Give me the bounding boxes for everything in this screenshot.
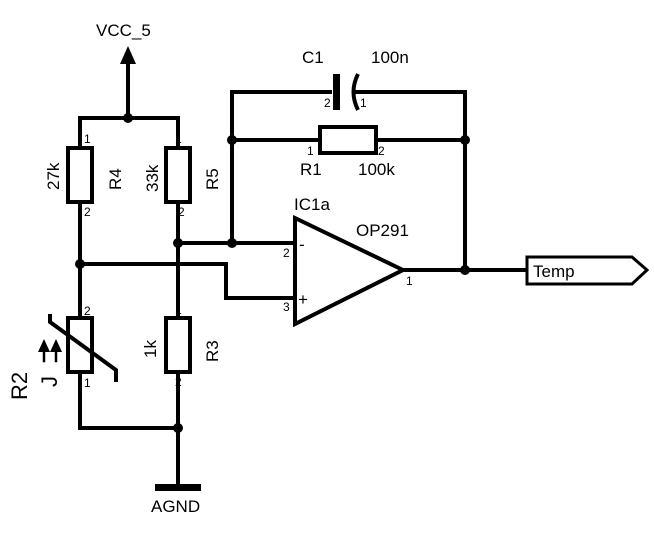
r2-value: J xyxy=(37,376,62,387)
c1-name: C1 xyxy=(302,48,324,67)
opamp-triangle-icon xyxy=(293,214,408,328)
r1-pin2: 2 xyxy=(378,144,385,158)
r4-name: R4 xyxy=(106,168,125,190)
r5-name: R5 xyxy=(203,168,222,190)
ic1a-minus-sign: - xyxy=(299,235,305,254)
r5-pin1: 1 xyxy=(175,132,182,146)
ic1a-pin-plus: 3 xyxy=(283,300,290,314)
r5-value: 33k xyxy=(143,164,162,192)
wire-feedback-left xyxy=(230,90,332,245)
agnd-label: AGND xyxy=(151,497,200,516)
thermistor-slash-icon xyxy=(48,314,118,382)
resistor-r1: 1 2 R1 100k xyxy=(230,125,467,179)
junction-dot xyxy=(460,265,470,275)
light-arrow-icon xyxy=(50,339,62,352)
ic1a-value: OP291 xyxy=(356,221,409,240)
junction-dot xyxy=(123,113,133,123)
r1-pin1: 1 xyxy=(307,144,314,158)
ic1a-pin-out: 1 xyxy=(406,274,413,288)
resistor-r5: 1 2 33k R5 xyxy=(143,116,222,245)
r3-name: R3 xyxy=(203,340,222,362)
net-label-temp: Temp xyxy=(525,255,650,286)
net-label-flag-icon xyxy=(525,255,650,286)
resistor-r4: 1 2 27k R4 xyxy=(44,116,125,266)
r1-name: R1 xyxy=(300,160,322,179)
wire-noninverting-node xyxy=(78,262,297,300)
r2-pin2: 2 xyxy=(84,304,91,318)
net-label-text: Temp xyxy=(533,262,575,281)
ic1a-pin-minus: 2 xyxy=(283,246,290,260)
opamp-ic1a: - + 2 3 1 IC1a OP291 xyxy=(283,195,413,328)
r4-pin1: 1 xyxy=(84,132,91,146)
ic1a-name: IC1a xyxy=(294,195,330,214)
light-arrow-icon xyxy=(38,339,50,352)
c1-value: 100n xyxy=(371,48,409,67)
r5-pin2: 2 xyxy=(178,205,185,219)
capacitor-c1: C1 100n 2 1 xyxy=(302,48,409,111)
r2-pin1: 1 xyxy=(84,376,91,390)
r3-value: 1k xyxy=(141,340,160,358)
r2-name: R2 xyxy=(7,372,32,400)
thermistor-r2: 2 1 J R2 xyxy=(7,262,118,430)
vcc-arrow-icon xyxy=(120,46,136,64)
r4-pin2: 2 xyxy=(84,205,91,219)
r1-value: 100k xyxy=(358,160,395,179)
c1-pin2: 2 xyxy=(324,96,331,110)
c1-pin1: 1 xyxy=(360,96,367,110)
r3-pin1: 1 xyxy=(175,303,182,317)
ground-bar-icon xyxy=(155,484,201,491)
ic1a-plus-sign: + xyxy=(298,290,308,309)
r3-pin2: 2 xyxy=(175,375,182,389)
vcc-label: VCC_5 xyxy=(96,21,151,40)
wire-feedback-right xyxy=(354,90,467,272)
resistor-r3: 1 2 1k R3 xyxy=(141,241,222,430)
vcc-supply: VCC_5 xyxy=(96,21,151,120)
agnd-symbol: AGND xyxy=(151,426,201,516)
r4-value: 27k xyxy=(44,162,63,190)
